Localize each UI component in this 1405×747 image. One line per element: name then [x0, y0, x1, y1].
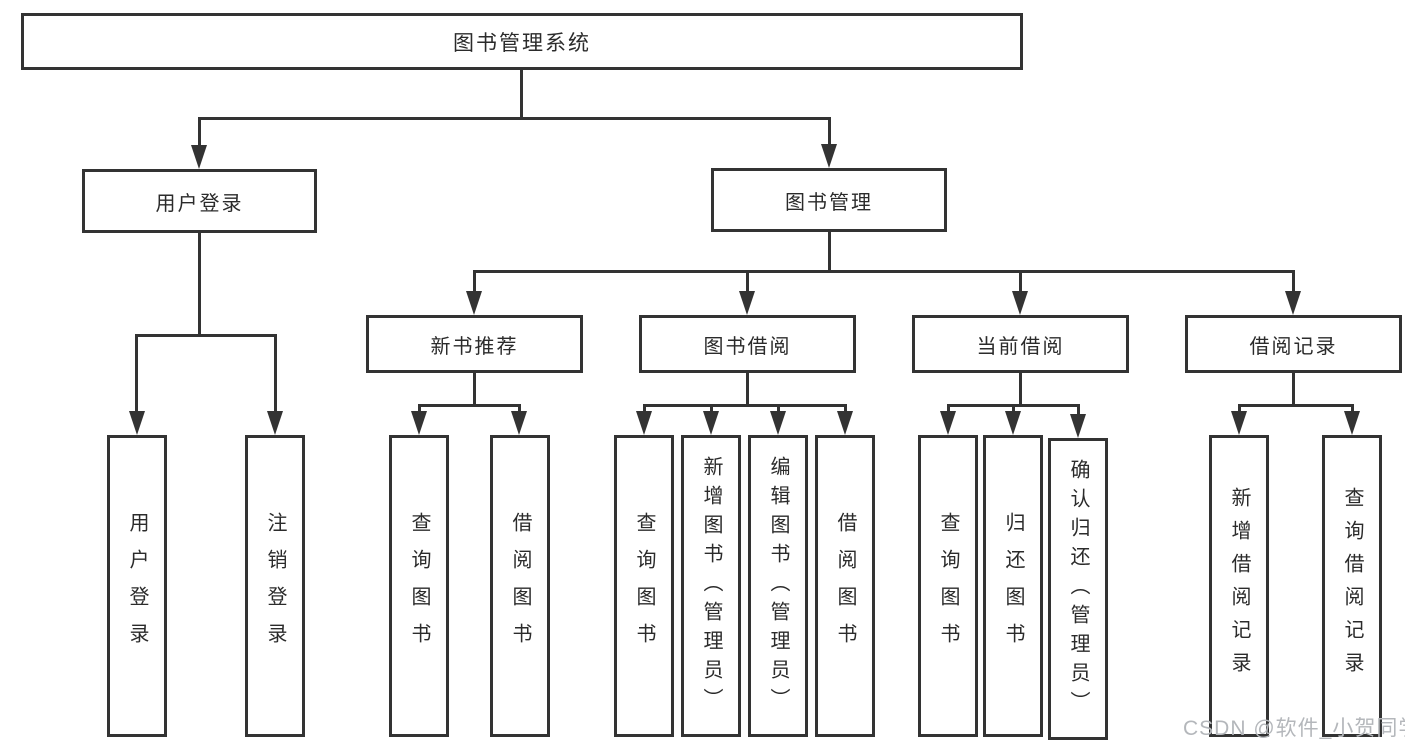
node-label: 图书管理: [785, 191, 873, 214]
connector: [198, 233, 201, 337]
arrowhead-icon: [191, 145, 207, 169]
csdn-watermark: CSDN @软件_小贺同学: [1183, 717, 1405, 740]
leaf-label: 注销登录: [264, 512, 286, 660]
leaf-logout: 注销登录: [245, 435, 305, 737]
connector: [1292, 373, 1295, 407]
connector: [520, 70, 523, 119]
arrowhead-icon: [466, 291, 482, 315]
connector: [710, 404, 713, 414]
connector: [947, 404, 950, 414]
leaf-add-borrow-record: 新增借阅记录: [1209, 435, 1269, 737]
connector: [198, 117, 201, 149]
leaf-confirm-return-admin: 确认归还（管理员）: [1048, 438, 1108, 740]
connector: [473, 270, 1295, 273]
connector: [473, 373, 476, 407]
connector: [777, 404, 780, 414]
connector: [828, 232, 831, 272]
node-label: 图书管理系统: [453, 31, 591, 55]
arrowhead-icon: [411, 411, 427, 435]
leaf-label: 查询图书: [633, 512, 655, 660]
leaf-label: 用户登录: [126, 512, 148, 660]
connector: [135, 334, 277, 337]
connector: [746, 373, 749, 407]
connector: [418, 404, 421, 414]
arrowhead-icon: [1285, 291, 1301, 315]
leaf-label: 确认归还（管理员）: [1067, 458, 1089, 720]
connector: [1292, 270, 1295, 294]
connector: [198, 117, 831, 120]
leaf-label: 查询图书: [937, 512, 959, 660]
arrowhead-icon: [1070, 414, 1086, 438]
arrowhead-icon: [1005, 411, 1021, 435]
connector: [135, 334, 138, 414]
connector: [844, 404, 847, 414]
node-label: 新书推荐: [430, 335, 519, 358]
connector: [643, 404, 646, 414]
connector: [1019, 373, 1022, 407]
connector: [1077, 404, 1080, 416]
arrowhead-icon: [837, 411, 853, 435]
leaf-borrow-books-rec: 借阅图书: [490, 435, 550, 737]
arrowhead-icon: [636, 411, 652, 435]
leaf-label: 新增借阅记录: [1228, 487, 1250, 685]
arrowhead-icon: [1231, 411, 1247, 435]
leaf-query-books-current: 查询图书: [918, 435, 978, 737]
connector: [274, 334, 277, 414]
connector: [1012, 404, 1015, 414]
connector: [1238, 404, 1241, 414]
arrowhead-icon: [739, 291, 755, 315]
arrowhead-icon: [267, 411, 283, 435]
arrowhead-icon: [770, 411, 786, 435]
connector: [418, 404, 521, 407]
node-current-borrowing: 当前借阅: [912, 315, 1129, 373]
leaf-query-borrow-record: 查询借阅记录: [1322, 435, 1382, 737]
connector: [1351, 404, 1354, 414]
connector: [828, 117, 831, 149]
leaf-label: 归还图书: [1002, 512, 1024, 660]
node-library-management-system: 图书管理系统: [21, 13, 1023, 70]
leaf-label: 编辑图书（管理员）: [767, 455, 789, 717]
leaf-label: 查询借阅记录: [1341, 487, 1363, 685]
leaf-label: 新增图书（管理员）: [700, 455, 722, 717]
arrowhead-icon: [511, 411, 527, 435]
node-label: 图书借阅: [703, 335, 792, 358]
arrowhead-icon: [940, 411, 956, 435]
connector: [518, 404, 521, 414]
node-new-book-recommendation: 新书推荐: [366, 315, 583, 373]
arrowhead-icon: [1344, 411, 1360, 435]
node-book-borrowing: 图书借阅: [639, 315, 856, 373]
connector: [1238, 404, 1353, 407]
leaf-return-books: 归还图书: [983, 435, 1043, 737]
connector: [473, 270, 476, 294]
node-book-management: 图书管理: [711, 168, 947, 232]
connector: [643, 404, 846, 407]
connector: [1019, 270, 1022, 294]
leaf-user-login: 用户登录: [107, 435, 167, 737]
leaf-label: 查询图书: [408, 512, 430, 660]
connector: [746, 270, 749, 294]
leaf-borrow-books: 借阅图书: [815, 435, 875, 737]
arrowhead-icon: [703, 411, 719, 435]
node-borrowing-records: 借阅记录: [1185, 315, 1402, 373]
node-label: 用户登录: [155, 192, 244, 215]
leaf-add-book-admin: 新增图书（管理员）: [681, 435, 741, 737]
arrowhead-icon: [1012, 291, 1028, 315]
leaf-query-books-borrow: 查询图书: [614, 435, 674, 737]
arrowhead-icon: [129, 411, 145, 435]
leaf-label: 借阅图书: [509, 512, 531, 660]
node-label: 当前借阅: [976, 335, 1065, 358]
leaf-edit-book-admin: 编辑图书（管理员）: [748, 435, 808, 737]
arrowhead-icon: [821, 144, 837, 168]
node-user-login: 用户登录: [82, 169, 317, 233]
leaf-label: 借阅图书: [834, 512, 856, 660]
leaf-query-books-rec: 查询图书: [389, 435, 449, 737]
node-label: 借阅记录: [1249, 335, 1338, 358]
